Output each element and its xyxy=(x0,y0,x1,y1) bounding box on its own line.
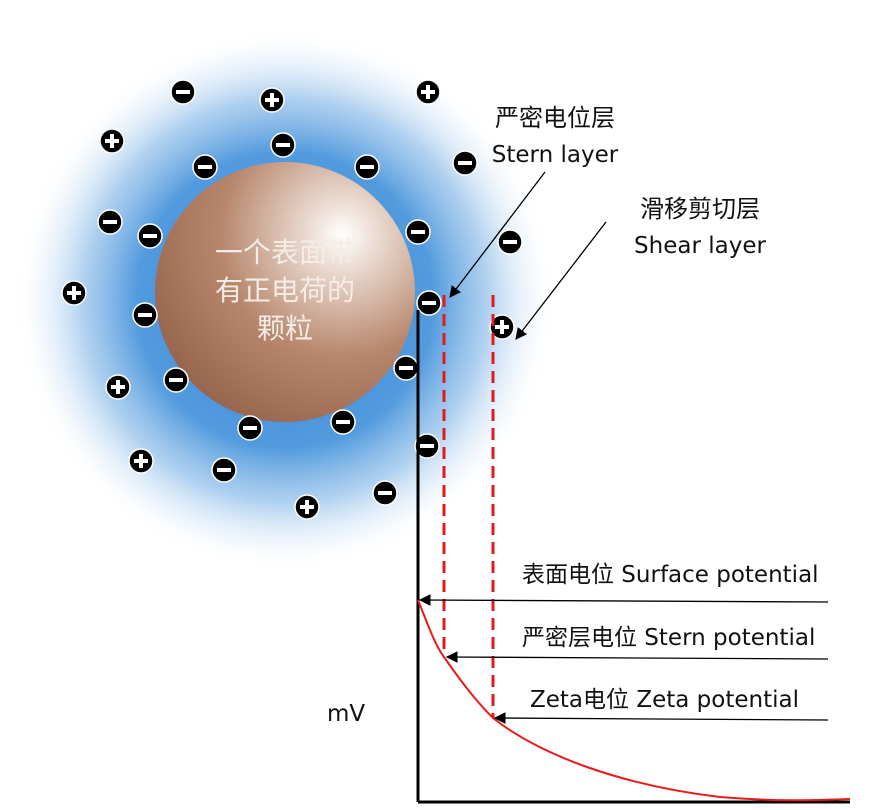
particle-label-line-2: 有正电荷的 xyxy=(215,274,355,307)
stern-layer-arrow xyxy=(449,171,546,298)
stern-layer-en-label: Stern layer xyxy=(492,142,619,168)
unit-label: mV xyxy=(327,701,365,727)
shear-layer-arrow xyxy=(515,221,607,340)
particle-label-line-1: 一个表面带 xyxy=(215,236,355,269)
potential-decay-curve xyxy=(417,599,851,802)
ions-group xyxy=(61,79,523,520)
surface-potential-label: 表面电位 Surface potential xyxy=(522,562,819,588)
surface-potential-arrow xyxy=(418,594,829,606)
charged-particle xyxy=(155,162,415,422)
zeta-potential-label: Zeta电位 Zeta potential xyxy=(530,687,799,713)
shear-layer-cn-label: 滑移剪切层 xyxy=(640,195,760,223)
stern-layer-cn-label: 严密电位层 xyxy=(495,104,615,132)
shear-layer-en-label: Shear layer xyxy=(634,233,766,259)
particle-label-line-3: 颗粒 xyxy=(257,312,313,345)
stern-potential-label: 严密层电位 Stern potential xyxy=(522,625,815,651)
stern-potential-arrow xyxy=(445,651,829,663)
zeta-potential-arrow xyxy=(493,712,829,724)
